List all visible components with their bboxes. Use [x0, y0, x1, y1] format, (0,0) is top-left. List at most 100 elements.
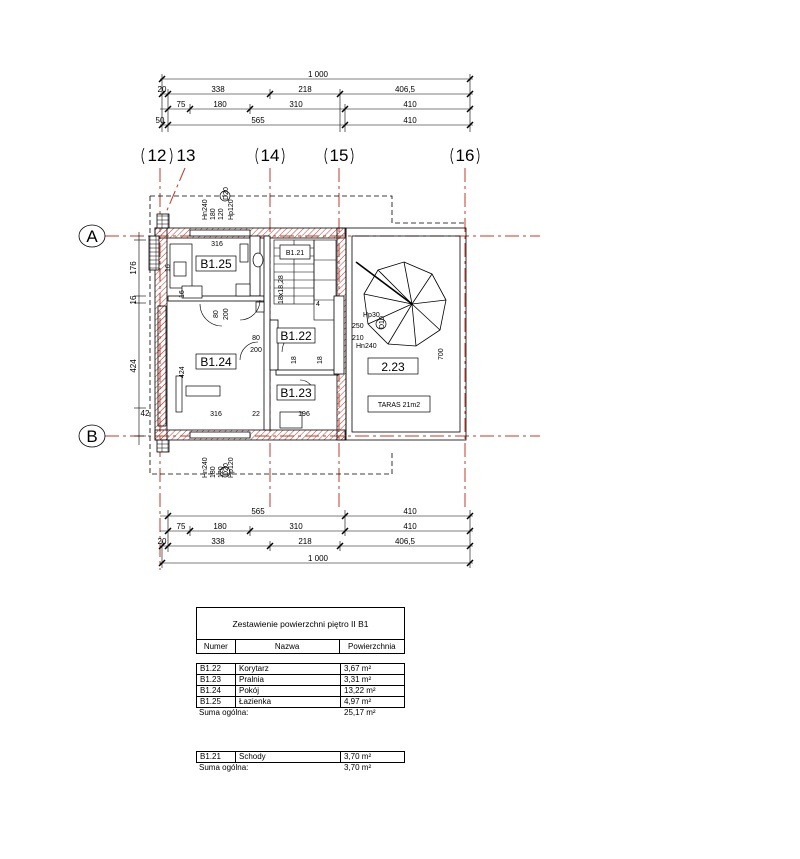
dim-bottom-total: 1 000: [308, 554, 329, 563]
dim-inner-1: 16: [179, 290, 186, 298]
cell-name: Korytarz: [235, 664, 340, 674]
dim-bottom-r2-a: 75: [177, 522, 186, 531]
level-marker-bottom: Hn240 180 120 Hp120 D20: [202, 457, 235, 478]
stairs-table-rows: B1.21 Schody 3,70 m²: [196, 751, 405, 763]
room-label-terrace: TARAS 21m2: [378, 402, 420, 409]
cell-area: 13,22 m²: [340, 686, 405, 696]
dim-inner-16: 18x18,28: [278, 275, 285, 304]
dim-left-d: 42: [141, 409, 150, 418]
cell-number: B1.22: [196, 664, 235, 674]
table-row: B1.22 Korytarz 3,67 m²: [196, 664, 405, 675]
roof-outline: [149, 195, 466, 475]
dim-inner-10: 18: [291, 356, 298, 364]
dim-inner-13: 210: [352, 335, 364, 342]
axis-col-13: 13: [177, 146, 196, 165]
cell-area: 3,70 m²: [340, 752, 405, 762]
sum2-value: 3,70 m²: [344, 763, 372, 772]
left-dimensions: [134, 232, 146, 445]
stairs-table-sum: Suma ogólna: 3,70 m²: [196, 763, 405, 773]
dim-top-r2-c: 310: [289, 100, 303, 109]
level-bottom-2: 120: [218, 466, 225, 478]
dim-bottom-r2-d: 410: [403, 522, 417, 531]
dim-inner-9: 200: [250, 347, 262, 354]
level-top-2: 120: [218, 208, 225, 220]
top-dimensions: [158, 74, 474, 132]
level-bottom-0: Hn240: [202, 457, 209, 478]
dim-inner-17: 4: [316, 301, 320, 308]
level-terrace-marker: D10: [379, 316, 386, 329]
sum2-label: Suma ogólna:: [199, 763, 249, 772]
bottom-dimensions: [158, 510, 474, 568]
area-table-header: Numer Nazwa Powierzchnia: [196, 640, 405, 654]
cell-name: Pokój: [235, 686, 340, 696]
dim-top-r2-b: 180: [213, 100, 227, 109]
level-terrace-hp: Hp30: [363, 312, 380, 319]
room-label-b123: B1.23: [280, 386, 312, 400]
dim-inner-12: 250: [352, 323, 364, 330]
sum-value: 25,17 m²: [344, 708, 376, 717]
cell-area: 4,97 m²: [340, 697, 405, 707]
level-terrace-hn: Hn240: [356, 343, 377, 350]
dim-top-total: 1 000: [308, 70, 329, 79]
dim-inner-5: 316: [210, 411, 222, 418]
dim-top-r3-a: 50: [156, 116, 165, 125]
dim-inner-14: 700: [438, 348, 445, 360]
table-row: B1.21 Schody 3,70 m²: [196, 752, 405, 763]
dim-inner-0: 316: [211, 241, 223, 248]
dim-left-a: 176: [129, 261, 138, 275]
level-top-3: Hp120: [228, 199, 235, 220]
axis-row-a: A: [86, 227, 98, 246]
cell-area: 3,67 m²: [340, 664, 405, 674]
dim-top-r1-a: 20: [158, 85, 167, 94]
level-top-marker: D20: [223, 187, 230, 200]
axis-row-b: B: [86, 427, 97, 446]
area-table-sum: Suma ogólna: 25,17 m²: [196, 708, 405, 718]
dim-left-b: 16: [129, 295, 138, 304]
cell-name: Łazienka: [235, 697, 340, 707]
room-labels: [195, 244, 431, 413]
cell-name: Pralnia: [235, 675, 340, 685]
axis-col-15: 15: [330, 146, 349, 165]
room-label-b125: B1.25: [200, 257, 232, 271]
cell-name: Schody: [235, 752, 340, 762]
dim-bottom-r3-b: 338: [211, 537, 225, 546]
area-table-rows: B1.22 Korytarz 3,67 m² B1.23 Pralnia 3,3…: [196, 663, 405, 708]
header-number: Numer: [197, 640, 236, 653]
dim-inner-2: 80: [213, 310, 220, 318]
dim-inner-4: 424: [179, 366, 186, 378]
dim-inner-7: 196: [298, 411, 310, 418]
umbrella-icon: [355, 261, 447, 347]
level-top-1: 180: [210, 208, 217, 220]
header-name: Nazwa: [236, 640, 340, 653]
cell-number: B1.21: [196, 752, 235, 762]
dim-top-r1-b: 338: [211, 85, 225, 94]
dim-top-r3-b: 565: [251, 116, 265, 125]
dim-top-r1-c: 218: [298, 85, 312, 94]
dim-top-r2-a: 75: [177, 100, 186, 109]
axis-col-16: 16: [456, 146, 475, 165]
area-table-title: Zestawienie powierzchni piętro II B1: [196, 607, 405, 640]
terrace-area: [333, 227, 467, 441]
cell-number: B1.23: [196, 675, 235, 685]
cell-area: 3,31 m²: [340, 675, 405, 685]
dim-bottom-r3-c: 218: [298, 537, 312, 546]
level-top-0: Hn240: [202, 199, 209, 220]
level-bottom-1: 180: [210, 466, 217, 478]
dim-top-r3-c: 410: [403, 116, 417, 125]
dim-bottom-r2-b: 180: [213, 522, 227, 531]
dim-inner-15: 16: [165, 264, 172, 272]
table-row: B1.23 Pralnia 3,31 m²: [196, 675, 405, 686]
axis-col-14: 14: [261, 146, 280, 165]
cell-number: B1.24: [196, 686, 235, 696]
inner-dimensions: 316 16 80 200 424 316 22 196 80 200 18 1…: [165, 241, 445, 418]
area-table: Zestawienie powierzchni piętro II B1 Num…: [196, 607, 405, 773]
axis-col-12: 12: [148, 146, 167, 165]
room-label-b122: B1.22: [280, 329, 312, 343]
room-label-223: 2.23: [381, 360, 405, 374]
dim-inner-11: 18: [317, 356, 324, 364]
floor-plan: 1 000 20 338 218 406,5 75 180 310 410 50…: [78, 70, 540, 570]
dim-top-r1-d: 406,5: [395, 85, 416, 94]
cell-number: B1.25: [196, 697, 235, 707]
sum-label: Suma ogólna:: [199, 708, 249, 717]
dim-left-c: 424: [129, 359, 138, 373]
